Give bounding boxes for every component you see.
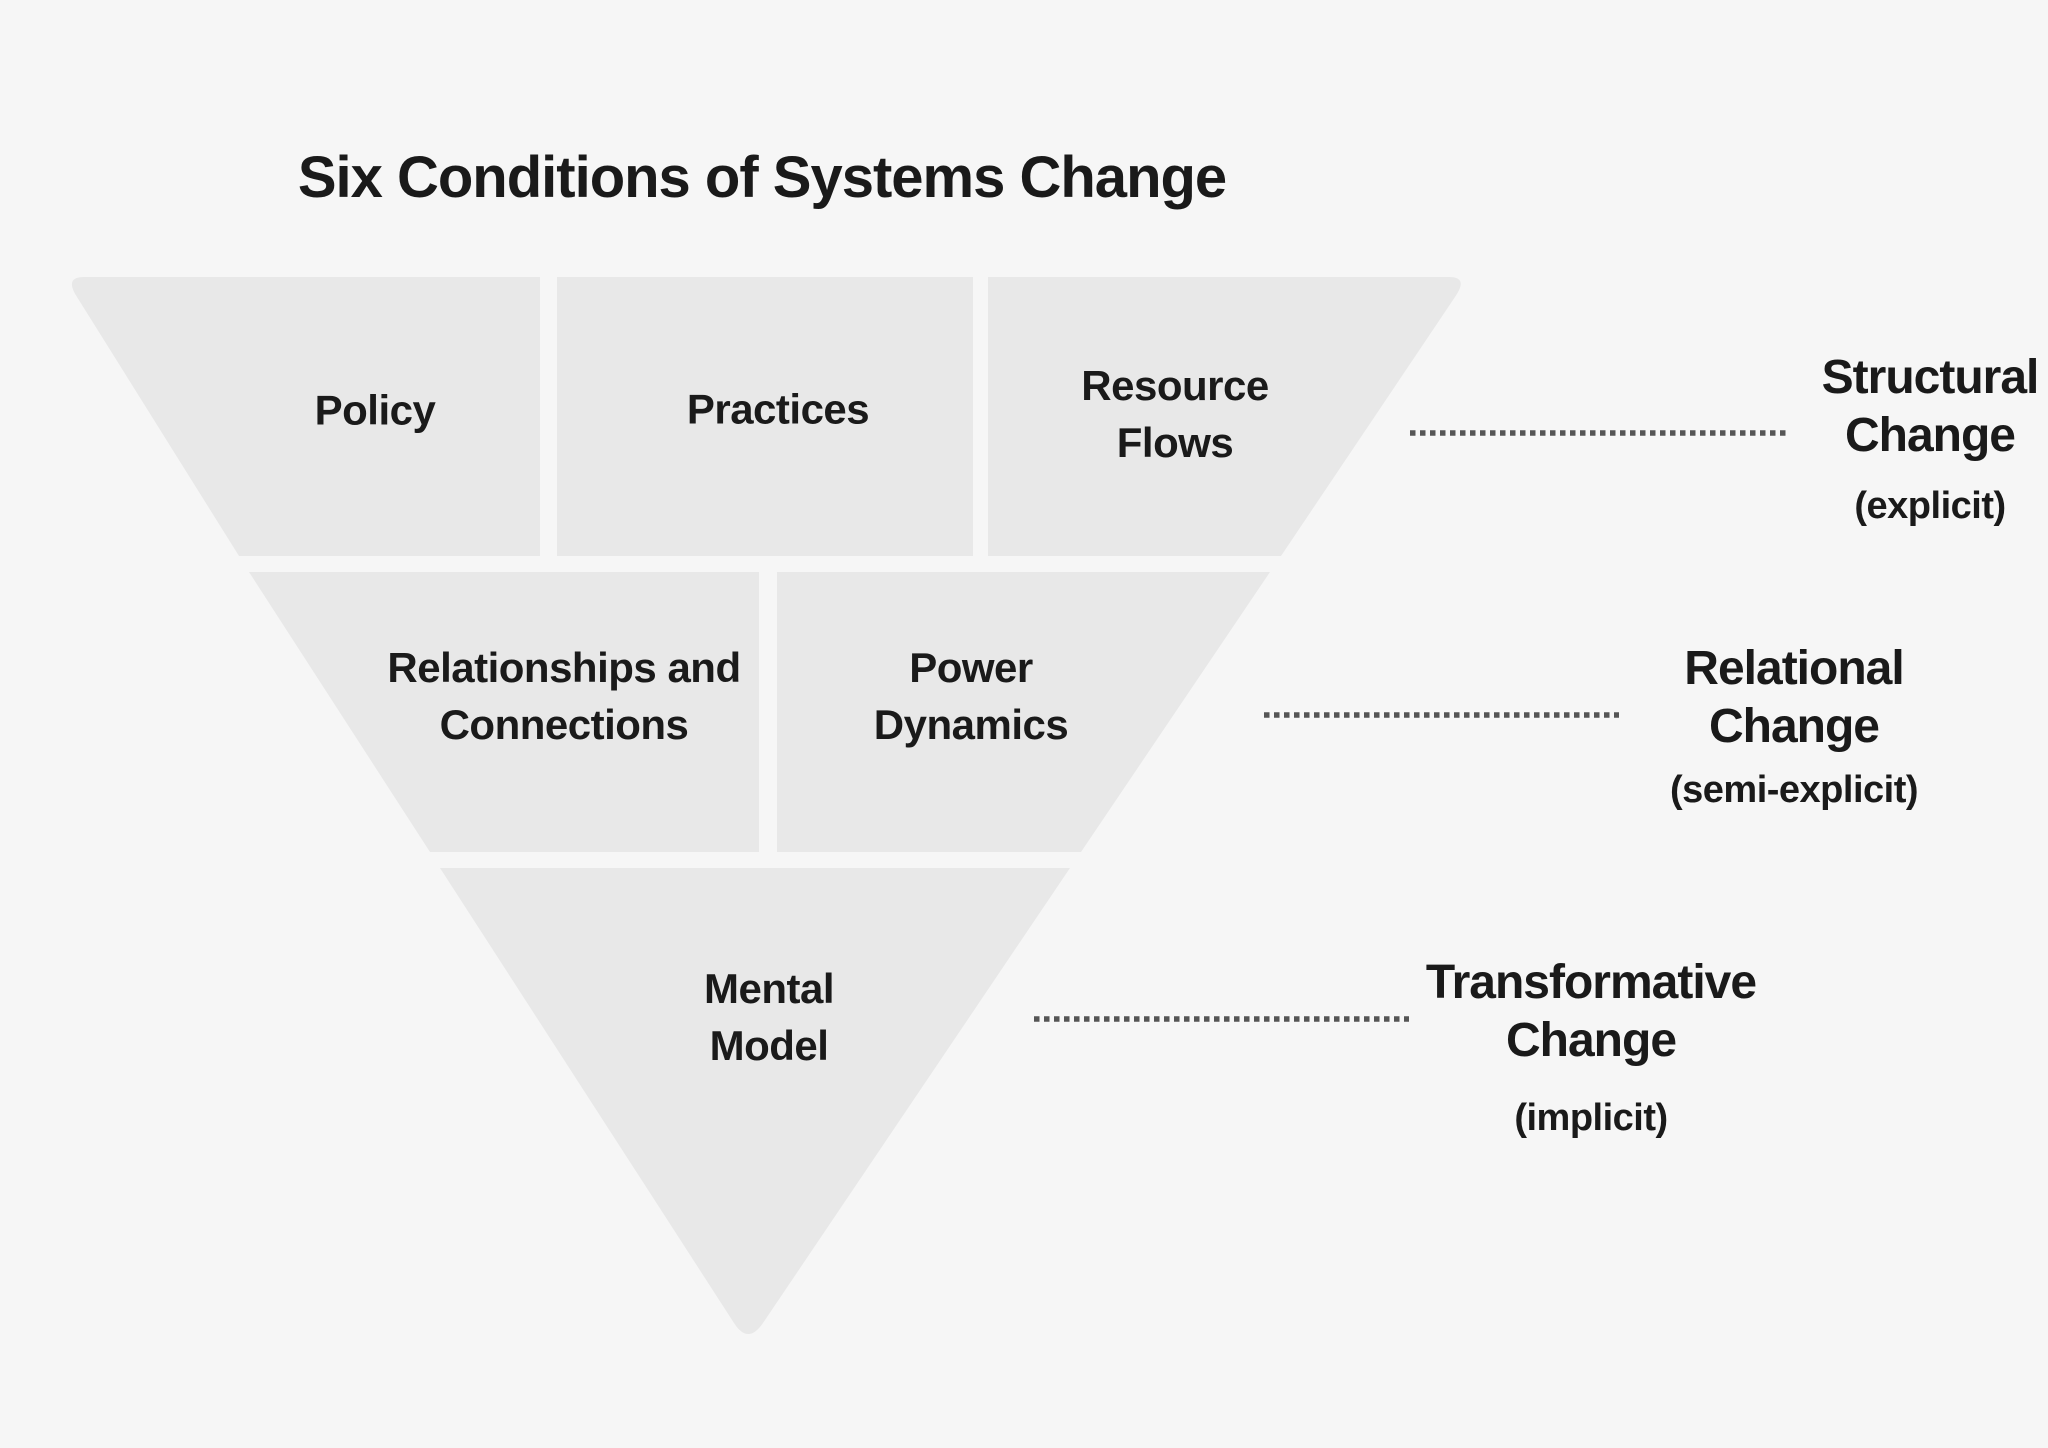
- annotation-heading-structural: Structural Change: [1821, 351, 2040, 462]
- segment-label-policy: Policy: [314, 386, 436, 434]
- page-title: Six Conditions of Systems Change: [297, 145, 1227, 210]
- segment-label-practices: Practices: [686, 385, 870, 433]
- annotation-qualifier-explicit: (explicit): [1854, 485, 2006, 527]
- segment-shape-practices: [557, 277, 973, 556]
- segment-shape-policy: [71, 277, 540, 556]
- annotation-heading-relational: Relational Change: [1684, 642, 1904, 753]
- annotation-heading-transformative: Transformative Change: [1425, 956, 1757, 1067]
- annotation-transformative-change: Transformative Change (implicit): [1425, 954, 1757, 1142]
- segment-shape-mental-model: [440, 868, 1070, 1334]
- annotation-relational-change: Relational Change (semi-explicit): [1669, 640, 1919, 814]
- segment-label-power-dynamics: Power Dynamics: [873, 644, 1069, 748]
- annotation-qualifier-semi-explicit: (semi-explicit): [1669, 769, 1919, 811]
- segment-label-mental-model: Mental Model: [703, 965, 835, 1069]
- segment-shape-resource-flows: [988, 277, 1461, 556]
- annotation-structural-change: Structural Change (explicit): [1821, 349, 2040, 530]
- segment-shape-power-dynamics: [777, 572, 1270, 852]
- segment-label-relationships-connections: Relationships and Connections: [387, 644, 741, 748]
- segment-shape-relationships-connections: [249, 572, 759, 852]
- annotation-qualifier-implicit: (implicit): [1514, 1097, 1668, 1139]
- segment-label-resource-flows: Resource Flows: [1081, 362, 1269, 466]
